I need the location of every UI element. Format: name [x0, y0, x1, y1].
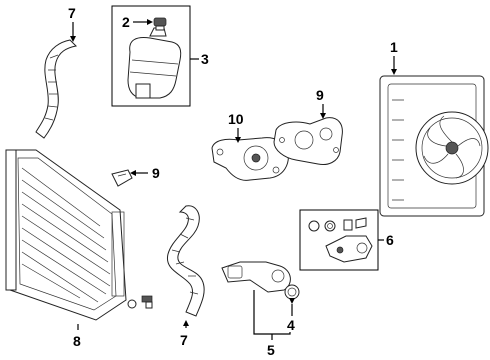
upper-radiator-hose [35, 39, 78, 139]
reservoir-group-box [111, 5, 191, 107]
callout-4-label: 4 [287, 317, 295, 333]
callout-3-label: 3 [201, 51, 209, 67]
radiator-drain-plug [127, 295, 153, 309]
callout-11-label: 10 [228, 111, 244, 127]
callout-6-label: 6 [386, 232, 394, 248]
callout-4: 4 [287, 298, 295, 333]
callout-8-label: 8 [73, 333, 81, 349]
callout-7-bottom: 7 [180, 320, 189, 348]
callout-7-bottom-label: 7 [180, 332, 188, 348]
callout-1: 1 [390, 39, 398, 75]
lower-radiator-hose [166, 205, 205, 317]
callout-7-top: 7 [68, 5, 76, 42]
callout-10-label: 9 [316, 87, 324, 103]
water-inlet-gasket [284, 284, 300, 300]
callout-7-top-label: 7 [68, 5, 76, 21]
callout-8: 8 [73, 324, 81, 349]
callout-5-label: 5 [267, 342, 275, 358]
callout-9-text: 9 [152, 165, 160, 181]
callout-9: 10 9 8 [130, 165, 160, 181]
callout-1-label: 1 [390, 39, 398, 55]
callout-6: 6 [378, 232, 394, 248]
radiator-bracket [111, 169, 133, 187]
callout-3: 3 [190, 51, 209, 67]
water-pump-gasket [273, 117, 343, 165]
callout-11: 10 [228, 111, 244, 143]
callout-5: 5 [253, 290, 291, 358]
fan-assembly [379, 75, 489, 217]
radiator [5, 149, 127, 321]
reservoir-cap [153, 17, 167, 31]
thermostat-kit [308, 217, 373, 263]
water-inlet [221, 261, 291, 293]
callout-10: 9 [316, 87, 326, 119]
callout-2: 2 [122, 14, 153, 30]
callout-2-label: 2 [122, 14, 130, 30]
reservoir-tank [127, 27, 182, 99]
